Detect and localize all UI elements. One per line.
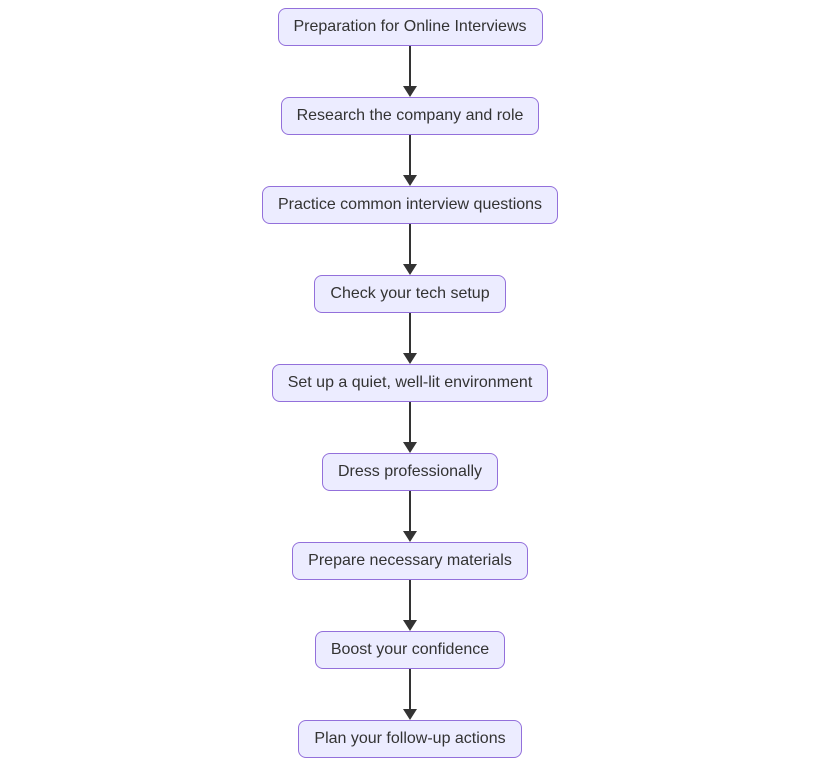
flow-arrow-6 (402, 491, 418, 542)
arrow-head-icon (403, 442, 417, 453)
flowchart: Preparation for Online Interviews Resear… (0, 8, 820, 758)
flow-arrow-3 (402, 224, 418, 275)
flow-arrow-2 (402, 135, 418, 186)
arrow-head-icon (403, 175, 417, 186)
flow-node-label: Practice common interview questions (277, 196, 543, 213)
flow-node-follow-up: Plan your follow-up actions (298, 720, 522, 758)
arrow-shaft (409, 46, 411, 86)
arrow-head-icon (403, 264, 417, 275)
flow-node-environment: Set up a quiet, well-lit environment (271, 364, 549, 402)
flow-node-label: Boost your confidence (330, 641, 490, 658)
flow-node-research: Research the company and role (280, 97, 540, 135)
flow-arrow-8 (402, 669, 418, 720)
flow-node-tech-setup: Check your tech setup (314, 275, 506, 313)
arrow-head-icon (403, 709, 417, 720)
flow-node-practice: Practice common interview questions (261, 186, 559, 224)
arrow-shaft (409, 402, 411, 442)
arrow-shaft (409, 580, 411, 620)
arrow-head-icon (403, 86, 417, 97)
arrow-shaft (409, 313, 411, 353)
flow-node-materials: Prepare necessary materials (292, 542, 528, 580)
flow-node-preparation: Preparation for Online Interviews (277, 8, 543, 46)
flow-node-label: Set up a quiet, well-lit environment (287, 374, 533, 391)
flow-node-label: Dress professionally (337, 463, 483, 480)
flow-node-label: Plan your follow-up actions (314, 730, 506, 747)
flow-arrow-4 (402, 313, 418, 364)
flow-arrow-1 (402, 46, 418, 97)
arrow-shaft (409, 224, 411, 264)
arrow-head-icon (403, 531, 417, 542)
flow-node-label: Research the company and role (296, 107, 524, 124)
flow-node-confidence: Boost your confidence (314, 631, 506, 669)
flow-node-label: Check your tech setup (330, 285, 490, 302)
arrow-shaft (409, 669, 411, 709)
flow-arrow-5 (402, 402, 418, 453)
arrow-head-icon (403, 620, 417, 631)
flow-node-label: Preparation for Online Interviews (293, 18, 527, 35)
flow-arrow-7 (402, 580, 418, 631)
flow-node-dress: Dress professionally (321, 453, 499, 491)
arrow-shaft (409, 491, 411, 531)
flow-node-label: Prepare necessary materials (308, 552, 512, 569)
arrow-head-icon (403, 353, 417, 364)
arrow-shaft (409, 135, 411, 175)
